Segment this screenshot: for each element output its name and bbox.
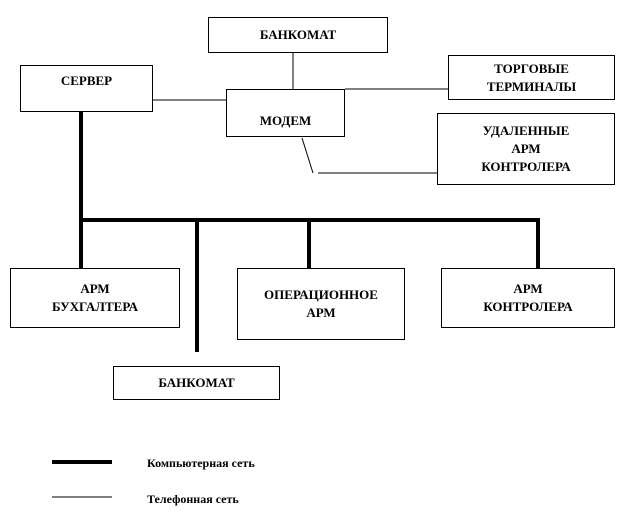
node-label: ОПЕРАЦИОННОЕ — [264, 287, 378, 302]
atm-top-node: БАНКОМАТ — [208, 17, 388, 53]
controller-node: АРМ КОНТРОЛЕРА — [441, 268, 615, 328]
node-label: АРМ — [511, 141, 541, 156]
node-label: ТОРГОВЫЕ — [494, 60, 569, 76]
legend-computer-network: Компьютерная сеть — [147, 456, 255, 470]
legend-phone-network: Телефонная сеть — [147, 492, 239, 506]
node-label: БУХГАЛТЕРА — [51, 299, 138, 314]
remote-controller-node: УДАЛЕННЫЕ АРМ КОНТРОЛЕРА — [437, 113, 615, 185]
node-label: КОНТРОЛЕРА — [483, 299, 573, 314]
node-label: ТЕРМИНАЛЫ — [486, 78, 577, 94]
atm-bottom-node: БАНКОМАТ — [113, 366, 280, 400]
trade-terminals-node: ТОРГОВЫЕ ТЕРМИНАЛЫ — [448, 55, 615, 100]
phone-line-modem-remote-diag — [301, 137, 314, 174]
operational-node: ОПЕРАЦИОННОЕ АРМ — [237, 268, 405, 340]
node-label: КОНТРОЛЕРА — [481, 159, 571, 174]
accountant-node: АРМ БУХГАЛТЕРА — [10, 268, 180, 328]
node-label: СЕРВЕР — [60, 73, 113, 88]
node-label: АРМ — [306, 305, 336, 320]
node-label: БАНКОМАТ — [158, 375, 235, 390]
node-label: АРМ — [513, 281, 543, 296]
node-label: БАНКОМАТ — [259, 27, 337, 42]
node-label: МОДЕМ — [259, 113, 312, 128]
modem-node: МОДЕМ — [226, 89, 345, 137]
node-label: УДАЛЕННЫЕ — [482, 123, 570, 138]
node-label: АРМ — [80, 281, 110, 296]
server-node: СЕРВЕР — [20, 65, 153, 112]
